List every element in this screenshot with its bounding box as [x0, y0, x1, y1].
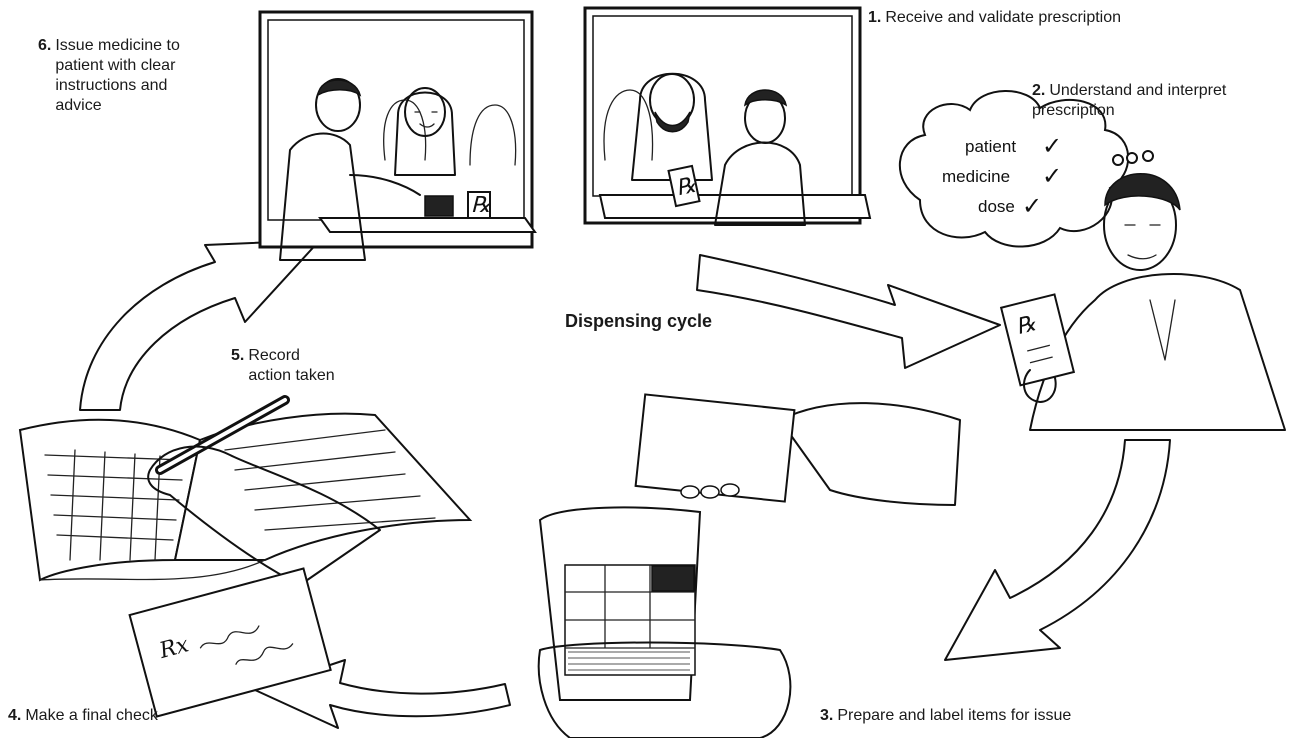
step-text: Record action taken [248, 347, 335, 384]
step-3-label: 3.Prepare and label items for issue [820, 706, 1071, 726]
check-item-patient: patient [965, 137, 1016, 156]
step-number: 5. [231, 347, 245, 364]
check-item-dose: dose [978, 197, 1015, 216]
step-number: 1. [868, 9, 882, 26]
step-4-label: 4.Make a final check [8, 706, 158, 726]
step-text: Prepare and label items for issue [837, 707, 1072, 724]
thought-bubble [898, 90, 1154, 248]
step-5-label: 5.Record action taken [231, 346, 335, 386]
check-icon: ✓ [1042, 162, 1062, 190]
prescription-slip-icon: Rx [128, 567, 332, 718]
diagram-title: Dispensing cycle [565, 311, 713, 331]
step-text: Make a final check [25, 707, 158, 724]
step-6-label: 6.Issue medicine to patient with clear i… [38, 36, 180, 116]
arrow-step2-to-step3 [944, 439, 1171, 661]
pill-packet-icon [537, 393, 961, 738]
thought-bubble-checklist: patient ✓ medicine ✓ dose ✓ [942, 132, 1062, 220]
pharmacy-window-icon: ℞ [583, 6, 872, 226]
pen-icon [147, 395, 381, 586]
step-text: Issue medicine to patient with clear ins… [55, 37, 180, 114]
pharmacist-icon: ℞ [999, 173, 1286, 431]
step-number: 3. [820, 707, 834, 724]
pharmacy-window-icon: ℞ [258, 10, 537, 261]
check-icon: ✓ [1042, 132, 1062, 160]
step-1-label: 1.Receive and validate prescription [868, 8, 1121, 28]
step-number: 6. [38, 37, 52, 54]
step-number: 4. [8, 707, 22, 724]
step-2-label: 2.Understand and interpret prescription [1032, 81, 1226, 121]
check-icon: ✓ [1022, 192, 1042, 220]
arrow-step1-to-step2 [696, 254, 1001, 369]
record-book-icon [18, 412, 473, 582]
cycle-arrow-icon [79, 239, 1171, 729]
step-text: Receive and validate prescription [885, 9, 1122, 26]
check-item-medicine: medicine [942, 167, 1010, 186]
step-text: Understand and interpret prescription [1032, 82, 1227, 119]
svg-text:℞: ℞ [471, 193, 491, 218]
step-number: 2. [1032, 82, 1046, 99]
